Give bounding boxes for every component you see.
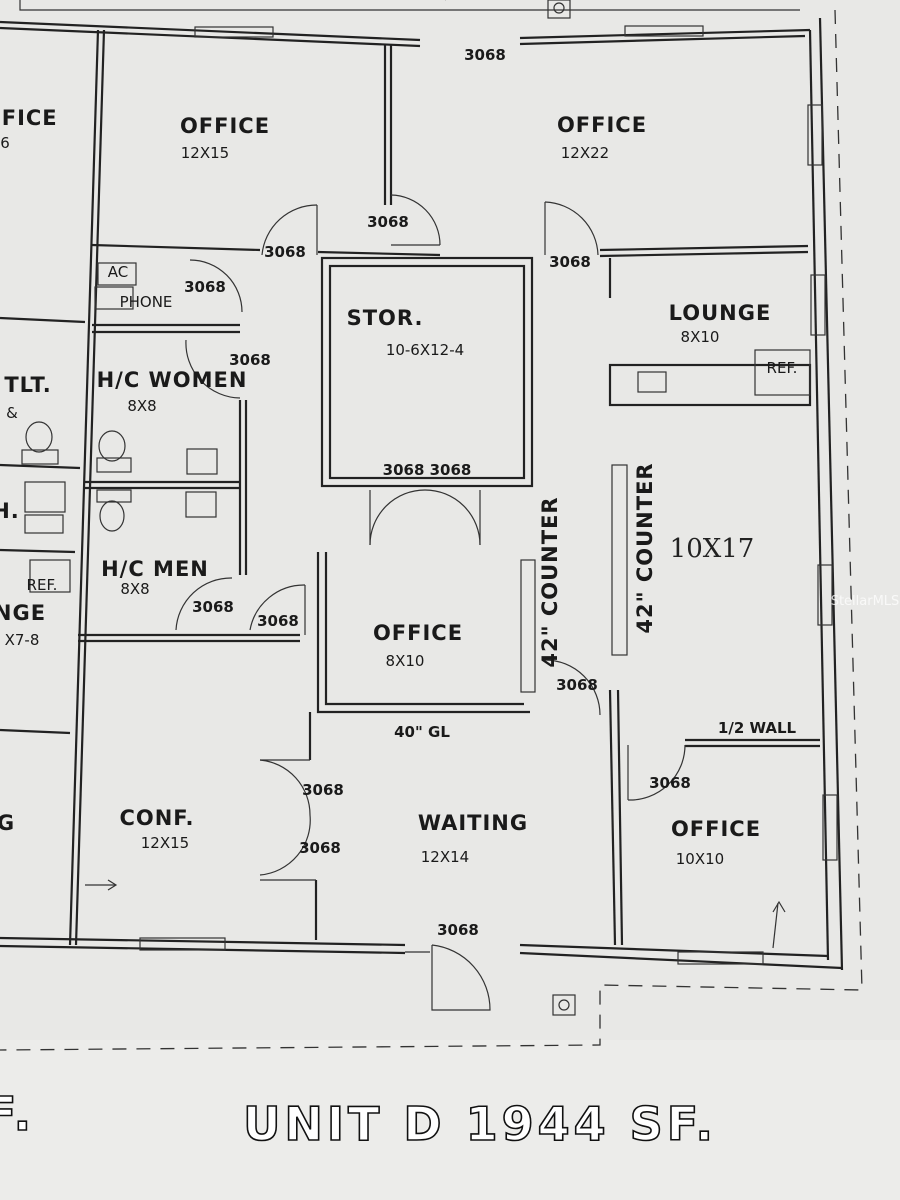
door-labels: 3068 3068 3068 3068 3068 3068 3068 3068 …: [184, 46, 691, 939]
room-office-10x10: OFFICE: [671, 817, 761, 841]
door-label: 3068: [229, 351, 271, 369]
left-title-fragment: F.: [0, 1087, 35, 1141]
door-label: 3068: [649, 774, 691, 792]
room-toilet: TLT.: [4, 373, 51, 397]
room-ac: AC: [108, 263, 128, 281]
room-size: 12X15: [141, 834, 189, 852]
door-label: 3068: [299, 839, 341, 857]
room-partial-h: H.: [0, 499, 20, 523]
counter-label: 42" COUNTER: [538, 496, 562, 667]
half-wall-label: 1/2 WALL: [718, 719, 797, 737]
room-size: 6: [0, 134, 10, 152]
room-waiting: WAITING: [418, 811, 528, 835]
room-office-12x15: OFFICE: [180, 114, 270, 138]
door-label: 3068: [264, 243, 306, 261]
door-label: 3068: [464, 46, 506, 64]
unit-title: UNIT D 1944 SF.: [243, 1097, 717, 1151]
walls: [0, 0, 863, 1051]
room-office-12x22: OFFICE: [557, 113, 647, 137]
lounge-ref-label: REF.: [767, 359, 798, 377]
counter-label: 42" COUNTER: [633, 462, 657, 633]
room-office-partial: FFICE: [0, 106, 58, 130]
room-size: 8X8: [120, 580, 149, 598]
room-size: 10X10: [676, 850, 724, 868]
room-size: 8X10: [681, 328, 720, 346]
door-label: 3068: [437, 921, 479, 939]
door-label: 3068: [556, 676, 598, 694]
reception-size: 10X17: [670, 534, 755, 564]
room-labels: FFICE 6 OFFICE 12X15 OFFICE 12X22 AC PHO…: [0, 106, 797, 868]
double-door-label: 3068 3068: [383, 461, 472, 479]
room-storage: STOR.: [347, 306, 424, 330]
room-size: 12X14: [421, 848, 469, 866]
door-label: 3068: [302, 781, 344, 799]
room-office-8x10: OFFICE: [373, 621, 463, 645]
door-label: 3068: [257, 612, 299, 630]
door-label: 3068: [192, 598, 234, 616]
left-ref-label: REF.: [27, 576, 58, 594]
room-lounge: LOUNGE: [669, 301, 772, 325]
door-label: 3068: [549, 253, 591, 271]
room-size: 8X10: [386, 652, 425, 670]
room-size: 10-6X12-4: [386, 341, 464, 359]
room-hc-men: H/C MEN: [101, 557, 209, 581]
room-lounge-partial: NGE: [0, 601, 46, 625]
watermark: StellarMLS: [831, 594, 900, 609]
door-label: 3068: [367, 213, 409, 231]
door-label: 3068: [184, 278, 226, 296]
room-size: X7-8: [5, 631, 40, 649]
room-hc-women: H/C WOMEN: [97, 368, 248, 392]
ampersand: &: [6, 404, 18, 422]
glass-label: 40" GL: [394, 723, 450, 741]
room-size: 12X22: [561, 144, 609, 162]
room-size: 8X8: [127, 397, 156, 415]
room-phone: PHONE: [120, 293, 173, 311]
room-size: 12X15: [181, 144, 229, 162]
room-conf: CONF.: [119, 806, 194, 830]
room-partial-g: G: [0, 811, 15, 835]
